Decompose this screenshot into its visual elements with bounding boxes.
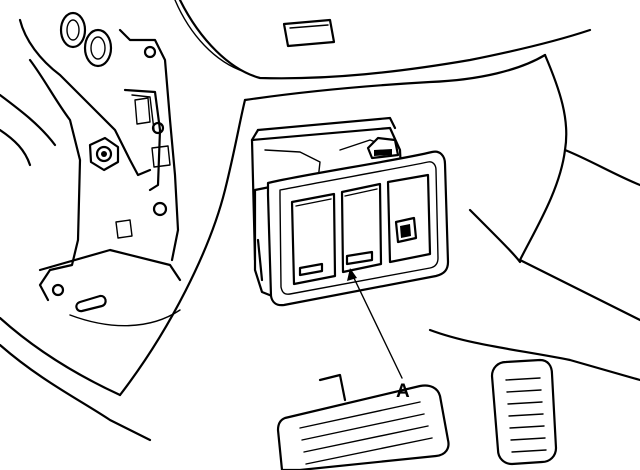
leader-line bbox=[351, 273, 403, 379]
mount-hole bbox=[83, 28, 113, 68]
arrowhead bbox=[347, 268, 357, 281]
callout-label: A bbox=[396, 381, 410, 402]
switch-button bbox=[290, 192, 337, 286]
mount-hole bbox=[59, 11, 87, 49]
switch-panel bbox=[250, 116, 450, 307]
switch-button bbox=[386, 173, 432, 264]
bolt-icon bbox=[143, 45, 157, 59]
indicator-slot bbox=[345, 250, 374, 266]
oval-slot bbox=[75, 294, 107, 313]
indicator-slot bbox=[298, 262, 324, 277]
bracket-slot bbox=[115, 219, 133, 239]
dashboard-lower-panel bbox=[0, 0, 640, 442]
accelerator-pedal bbox=[490, 358, 558, 466]
callout-a: A bbox=[347, 268, 410, 402]
bolt-icon bbox=[51, 283, 65, 297]
bolt-icon bbox=[151, 121, 165, 135]
brake-pedal bbox=[276, 373, 450, 470]
nut-icon bbox=[88, 136, 120, 172]
bracket-slot bbox=[151, 145, 171, 168]
floor-edge bbox=[428, 328, 640, 382]
steering-column-bracket bbox=[0, 11, 182, 327]
switch-button bbox=[340, 182, 383, 274]
bracket-slot bbox=[134, 97, 151, 125]
bolt-icon bbox=[152, 201, 168, 217]
